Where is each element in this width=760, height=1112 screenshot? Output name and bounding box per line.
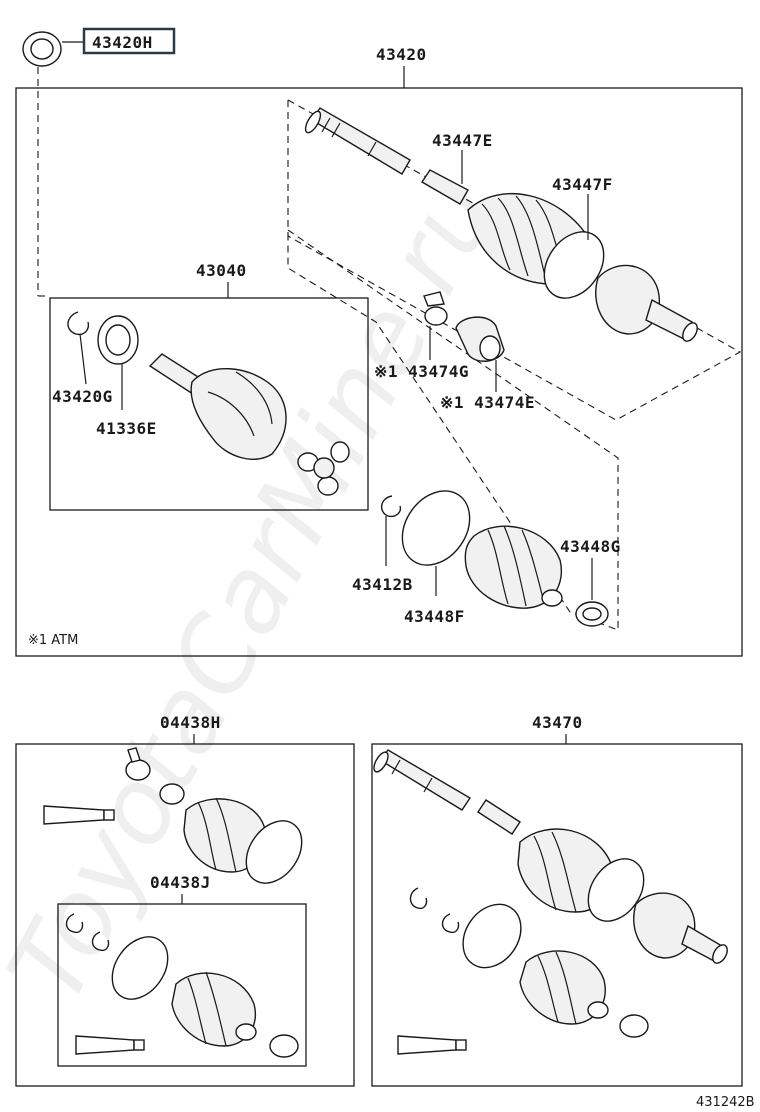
- band-clamp-icon[interactable]: [423, 291, 448, 326]
- label-43040[interactable]: 43040: [196, 261, 247, 280]
- kit-grease-tube-b-icon[interactable]: [75, 1035, 145, 1055]
- r-inner-boot-icon[interactable]: [519, 950, 609, 1025]
- watermark-text: ToyotaCarMine.ru: [0, 158, 521, 1022]
- kit-outer-boot-icon[interactable]: [183, 797, 266, 873]
- inner-cv-joint-icon[interactable]: [148, 353, 287, 460]
- drive-shaft-icon[interactable]: [303, 107, 469, 205]
- boot-clamp-ring-icon[interactable]: [532, 221, 616, 310]
- label-43447f[interactable]: 43447F: [552, 175, 613, 194]
- label-43448g[interactable]: 43448G: [560, 537, 621, 556]
- oil-seal-icon[interactable]: [97, 315, 139, 365]
- label-04438j[interactable]: 04438J: [150, 873, 211, 892]
- r-small-clamp-icon[interactable]: [619, 1014, 649, 1038]
- label-43470[interactable]: 43470: [532, 713, 583, 732]
- r-boot-clamp-ring-icon[interactable]: [451, 893, 533, 979]
- label-43474e[interactable]: ※1 43474E: [440, 393, 535, 412]
- dynamic-damper-icon[interactable]: [455, 316, 505, 362]
- kit-clamp-icon[interactable]: [125, 747, 151, 781]
- kit-snap-ring-a-icon[interactable]: [65, 913, 84, 934]
- kit-box-04438h: [15, 743, 355, 1087]
- label-43447e[interactable]: 43447E: [432, 131, 493, 150]
- r-grease-tube-icon[interactable]: [397, 1035, 467, 1055]
- label-43448f[interactable]: 43448F: [404, 607, 465, 626]
- outer-joint-43470-icon[interactable]: [633, 892, 730, 966]
- inner-boot-clamp-icon[interactable]: [388, 478, 483, 578]
- part-43420h-seal-icon[interactable]: [22, 31, 62, 67]
- label-43420[interactable]: 43420: [376, 45, 427, 64]
- kit-snap-ring-b-icon[interactable]: [91, 931, 110, 952]
- small-boot-clamp-icon[interactable]: [575, 601, 609, 627]
- assembly-box-43470: [371, 743, 743, 1087]
- diagram-ref-code: 431242B: [696, 1095, 755, 1110]
- grease-tube-icon[interactable]: [43, 805, 115, 825]
- kit-small-clamp-icon[interactable]: [159, 783, 185, 805]
- kit-inner-boot-icon[interactable]: [171, 971, 257, 1047]
- r-snap-ring-b-icon[interactable]: [441, 913, 460, 934]
- assembly-box-43040: [49, 297, 369, 511]
- footnote-atm: ※1 ATM: [28, 633, 78, 648]
- kit-small-clamp-b-icon[interactable]: [269, 1034, 299, 1058]
- inner-boot-icon[interactable]: [464, 525, 563, 609]
- kit-inner-boot-clamp-icon[interactable]: [101, 926, 179, 1009]
- inner-snap-ring-icon[interactable]: [381, 495, 402, 518]
- outer-cv-joint-icon[interactable]: [595, 264, 700, 344]
- snap-ring-icon[interactable]: [67, 311, 90, 336]
- kit-box-04438j: [57, 903, 307, 1067]
- label-41336e[interactable]: 41336E: [96, 419, 157, 438]
- label-43420g[interactable]: 43420G: [52, 387, 113, 406]
- shaft-43470-icon[interactable]: [371, 749, 521, 835]
- label-43420h[interactable]: 43420H: [92, 33, 153, 52]
- kit-boot-clamp-ring-icon[interactable]: [235, 810, 313, 893]
- assembly-box-43420: [15, 87, 743, 657]
- label-43474g[interactable]: ※1 43474G: [374, 362, 469, 381]
- label-04438h[interactable]: 04438H: [160, 713, 221, 732]
- label-43420h-highlight[interactable]: [82, 27, 176, 55]
- label-43412b[interactable]: 43412B: [352, 575, 413, 594]
- r-snap-ring-a-icon[interactable]: [409, 887, 428, 910]
- tripod-joint-icon[interactable]: [297, 441, 350, 496]
